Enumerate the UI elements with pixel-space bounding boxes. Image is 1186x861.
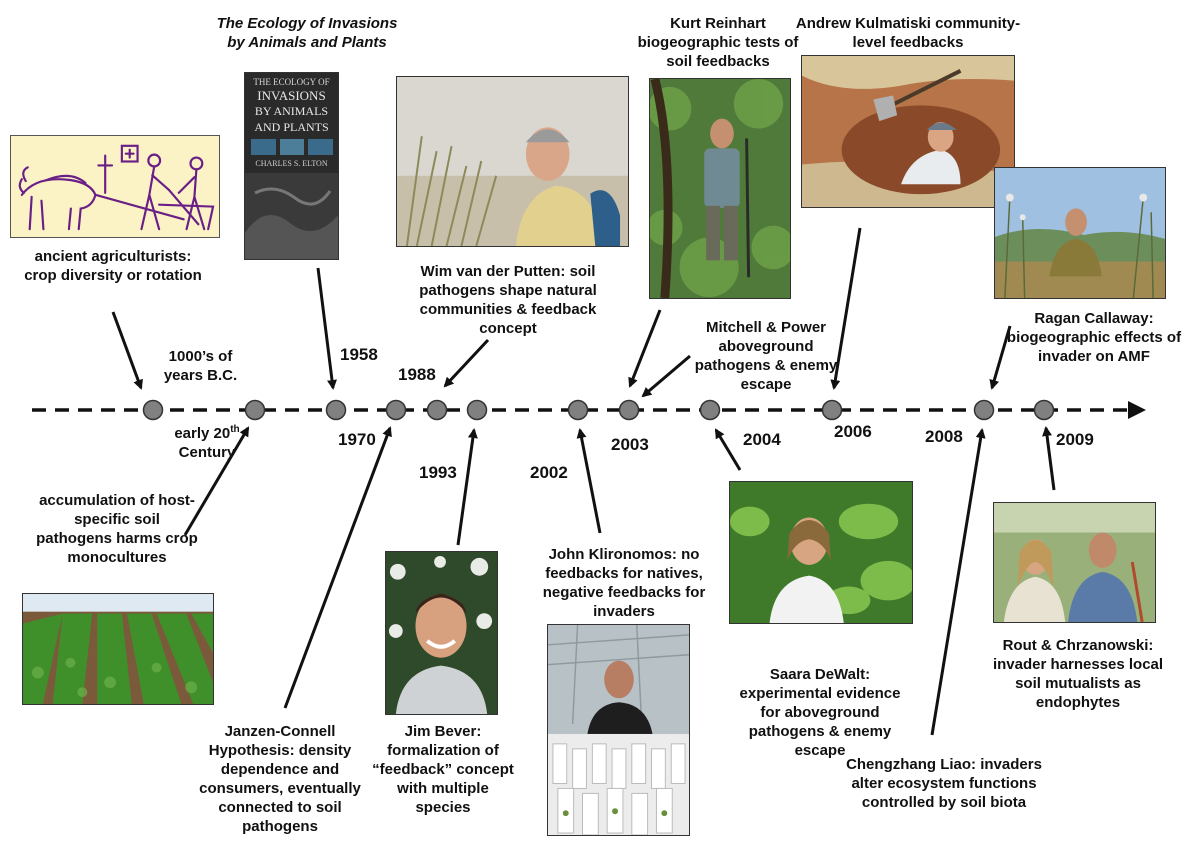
arrow-early20: [183, 426, 250, 536]
label-host-specific-pathogens: accumulation of host-specific soil patho…: [36, 492, 198, 566]
man-in-meadow-image: [995, 168, 1165, 298]
crop-monoculture-photo: [22, 593, 214, 705]
label-van-der-putten: Wim van der Putten: soil pathogens shape…: [419, 263, 597, 337]
book-cover-artwork: [245, 173, 338, 259]
timeline-arrowhead: [1128, 401, 1146, 419]
book-cover-line1: THE ECOLOGY OF: [253, 77, 330, 87]
node-1988: [426, 399, 448, 421]
label-andrew-kulmatiski: Andrew Kulmatiski community-level feedba…: [795, 15, 1021, 51]
john-klironomos-photo: [547, 624, 690, 836]
woman-with-leaves-image: [730, 482, 912, 623]
year-1988: 1988: [398, 365, 436, 384]
label-chengzhang-liao: Chengzhang Liao: invaders alter ecosyste…: [846, 756, 1042, 811]
year-2003: 2003: [611, 435, 649, 454]
node-2009: [1033, 399, 1055, 421]
couple-outdoors-image: [994, 503, 1155, 622]
potato-field-image: [23, 594, 213, 704]
kurt-reinhart-photo: [649, 78, 791, 299]
label-saara-dewalt: Saara DeWalt: experimental evidence for …: [739, 666, 901, 759]
node-2006: [821, 399, 843, 421]
node-early20: [244, 399, 266, 421]
ragan-callaway-photo: [994, 167, 1166, 299]
jim-bever-photo: [385, 551, 498, 715]
year-2004: 2004: [743, 430, 781, 449]
year-1993: 1993: [419, 463, 457, 482]
node-2003: [618, 399, 640, 421]
elton-book-cover: THE ECOLOGY OF INVASIONS BY ANIMALS AND …: [244, 72, 339, 260]
year-1970: 1970: [338, 430, 376, 449]
book-cover-line4: AND PLANTS: [254, 120, 329, 134]
label-rout-chrzanowski: Rout & Chrzanowski: invader harnesses lo…: [992, 637, 1164, 711]
year-2006: 2006: [834, 422, 872, 441]
label-janzen-connell: Janzen-Connell Hypothesis: density depen…: [199, 723, 361, 835]
man-in-dunes-image: [397, 77, 628, 246]
label-ragan-callaway: Ragan Callaway: biogeographic effects of…: [1006, 310, 1182, 365]
label-kurt-reinhart: Kurt Reinhart biogeographic tests of soi…: [637, 15, 799, 70]
node-1958: [325, 399, 347, 421]
arrow-2003a: [628, 309, 662, 388]
book-cover-panels: [251, 139, 334, 155]
arrow-1958: [316, 267, 337, 390]
man-in-soil-pit-image: [802, 56, 1014, 207]
andrew-kulmatiski-photo: [801, 55, 1015, 208]
ancient-agriculture-image: [10, 135, 220, 238]
arrow-2004: [714, 428, 742, 471]
book-cover-line2: INVASIONS: [257, 88, 326, 103]
book-cover-author: CHARLES S. ELTON: [255, 159, 328, 168]
node-1970: [385, 399, 407, 421]
book-cover-line3: BY ANIMALS: [254, 104, 329, 118]
node-2004: [699, 399, 721, 421]
arrow-2008a: [989, 325, 1012, 390]
node-1993: [466, 399, 488, 421]
van-der-putten-photo: [396, 76, 629, 247]
year-2009: 2009: [1056, 430, 1094, 449]
arrow-2003b: [641, 354, 691, 398]
label-elton-book-title: The Ecology of Invasions by Animals and …: [216, 15, 398, 51]
label-ancient-agriculturists: ancient agriculturists: crop diversity o…: [24, 248, 202, 284]
arrow-2009: [1042, 426, 1056, 491]
rout-chrzanowski-photo: [993, 502, 1156, 623]
label-jim-bever: Jim Bever: formalization of “feedback” c…: [372, 723, 514, 816]
label-mitchell-power: Mitchell & Power aboveground pathogens &…: [694, 319, 838, 393]
man-in-greenhouse-image: [548, 625, 689, 835]
year-2002: 2002: [530, 463, 568, 482]
arrow-2002: [576, 428, 602, 534]
arrow-2006: [830, 227, 862, 390]
label-john-klironomos: John Klironomos: no feedbacks for native…: [542, 546, 706, 620]
year-2008: 2008: [925, 427, 963, 446]
node-2008: [973, 399, 995, 421]
node-2002: [567, 399, 589, 421]
arrow-ancient: [111, 311, 143, 390]
arrow-1993: [456, 428, 478, 546]
year-ancient: 1000’s of years B.C.: [163, 348, 238, 384]
node-ancient: [142, 399, 164, 421]
year-1958: 1958: [340, 345, 378, 364]
plowing-ox-illustration: [18, 144, 215, 231]
man-in-forest-image: [650, 79, 790, 298]
saara-dewalt-photo: [729, 481, 913, 624]
smiling-man-flowers-image: [386, 552, 497, 714]
arrow-2008b: [930, 428, 986, 736]
arrow-1970: [283, 426, 392, 709]
arrow-1988: [443, 338, 490, 388]
